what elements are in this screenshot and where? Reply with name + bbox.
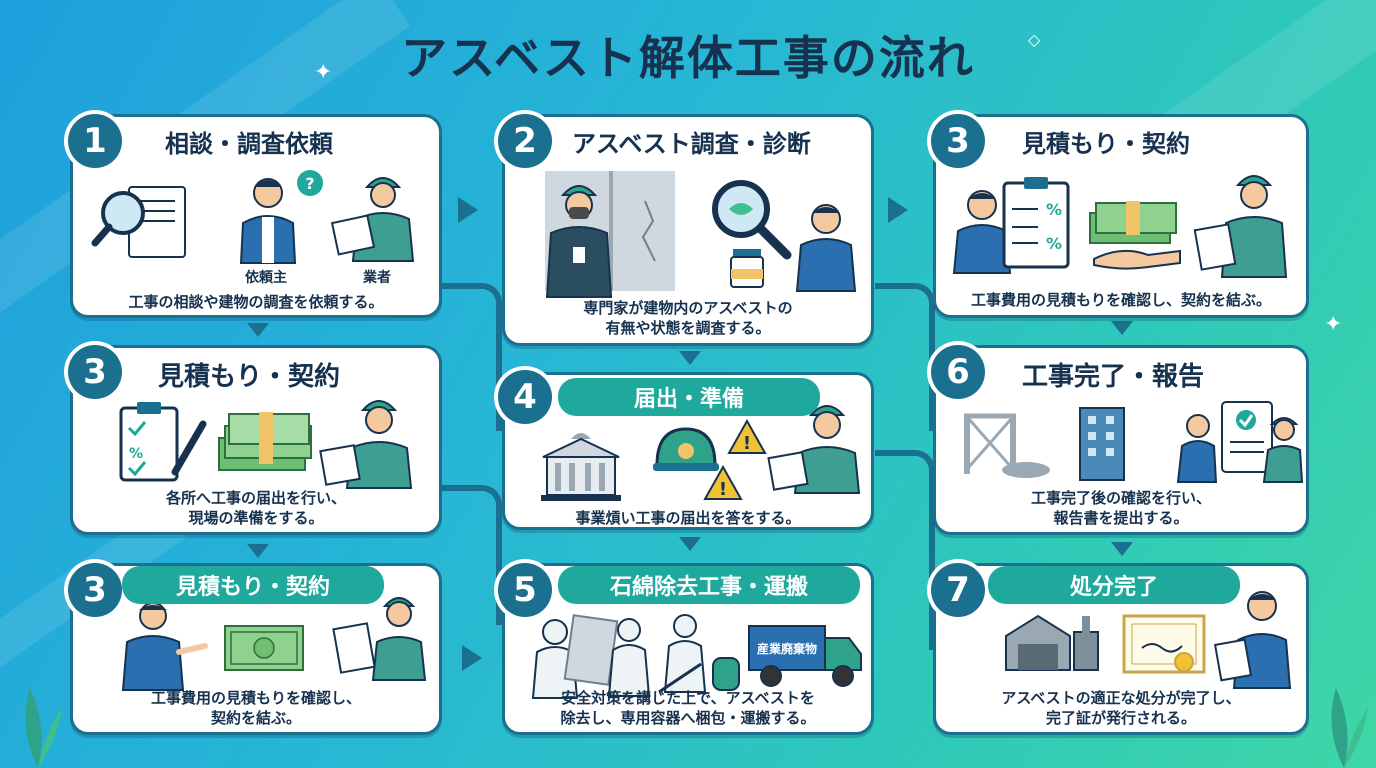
step-description: 工事の相談や建物の調査を依頼する。 — [128, 293, 384, 311]
person-icon — [795, 204, 857, 292]
step-number: 1 — [68, 114, 122, 168]
step-description: 工事費用の見積もりを確認し、 契約を結ぶ。 — [150, 689, 361, 727]
step-card-consultation: ? 依頼主 業者 — [70, 114, 442, 318]
flow-arrow-down — [247, 323, 269, 337]
worker-document-icon — [319, 400, 413, 489]
step-number: 4 — [498, 370, 552, 424]
sparkle-icon: ✦ — [314, 60, 333, 85]
worker-clipboard-icon — [1262, 417, 1304, 483]
leaf-decoration-icon — [25, 688, 62, 768]
magnifier-icon — [712, 180, 792, 260]
svg-text:%: % — [1046, 200, 1062, 219]
magnifier-icon — [91, 186, 186, 258]
connector-line — [875, 450, 935, 650]
money-stack-icon — [1089, 201, 1177, 244]
money-bill-icon — [224, 625, 304, 671]
warning-icon: ! — [703, 464, 743, 500]
svg-text:%: % — [1046, 234, 1062, 253]
step-description: 専門家が建物内のアスベストの 有無や状態を調査する。 — [583, 299, 793, 337]
person-icon — [1176, 414, 1218, 483]
flow-arrow-down — [247, 544, 269, 558]
step-card-estimate-top: % % — [933, 114, 1309, 318]
step-card-survey — [502, 114, 874, 346]
connector-line — [440, 283, 502, 431]
flow-arrow-down — [1111, 542, 1133, 556]
protective-suit-worker-icon — [607, 618, 651, 697]
worker-clipboard-icon — [330, 177, 415, 262]
flow-arrow-right — [888, 197, 908, 223]
hard-hat-icon — [653, 427, 719, 471]
respirator-worker-icon — [545, 185, 613, 298]
step-description: 安全対策を講じた上で、アスベストを 除去し、専用容器へ梱包・運搬する。 — [560, 689, 816, 727]
government-building-icon — [541, 433, 621, 501]
svg-text:!: ! — [719, 479, 727, 500]
label-contractor: 業者 — [363, 270, 391, 286]
connector-line — [440, 485, 502, 625]
flow-arrow-down — [679, 537, 701, 551]
estimate-clipboard-icon: % % — [1002, 177, 1070, 269]
certificate-icon — [1122, 614, 1206, 674]
step-number: 3 — [931, 114, 985, 168]
step-description: 工事完了後の確認を行い、 報告書を提出する。 — [1030, 489, 1211, 527]
step-description: 各所へ工事の届出を行い、 現場の準備をする。 — [165, 489, 346, 527]
step-heading: 見積もり・契約 — [1022, 130, 1190, 158]
pen-icon — [171, 420, 207, 476]
flow-arrow-down — [1111, 321, 1133, 335]
building-icon — [1079, 407, 1125, 481]
step-number: 3 — [68, 345, 122, 399]
connector-line — [875, 283, 935, 431]
page-title: アスベスト解体工事の流れ — [401, 31, 975, 85]
sparkle-icon: ✦ — [1324, 312, 1343, 337]
step-heading: 見積もり・契約 — [158, 362, 341, 392]
flow-arrow-down — [679, 351, 701, 365]
step-heading: 処分完了 — [988, 566, 1240, 604]
sparkle-icon: ◇ — [1028, 30, 1041, 49]
handshake-hands-icon — [1093, 249, 1181, 270]
document-icon — [332, 622, 376, 674]
step-description: アスベストの適正な処分が完了し、 完了証が発行される。 — [1001, 689, 1241, 727]
label-client: 依頼主 — [245, 270, 287, 286]
protective-suit-worker-icon — [531, 619, 579, 699]
step-description: 工事費用の見積もりを確認し、契約を結ぶ。 — [970, 291, 1271, 309]
step-heading: アスベスト調査・診断 — [572, 130, 811, 158]
step-number: 7 — [931, 563, 985, 617]
worker-document-icon — [767, 405, 861, 494]
disposal-facility-icon — [1005, 614, 1099, 671]
money-stack-icon — [218, 412, 312, 471]
step-card-estimate-middle: % — [70, 345, 442, 535]
leaf-decoration-icon — [1331, 688, 1368, 768]
step-heading: 相談・調査依頼 — [165, 130, 333, 158]
svg-text:?: ? — [305, 174, 314, 193]
svg-text:%: % — [129, 446, 143, 462]
step-heading: 見積もり・契約 — [122, 566, 384, 604]
step-description: 事業熕い工事の届出を答をする。 — [575, 509, 801, 527]
client-person-icon — [239, 178, 297, 264]
question-bubble-icon: ? — [297, 170, 323, 196]
step-heading: 届出・準備 — [558, 378, 820, 416]
svg-text:!: ! — [743, 433, 751, 454]
flow-arrow-right — [458, 197, 478, 223]
truck-label: 産業廃棄物 — [757, 642, 818, 656]
flow-arrow-right — [462, 645, 482, 671]
step-heading: 石綿除去工事・運搬 — [558, 566, 860, 604]
step-number: 5 — [498, 563, 552, 617]
truck-icon — [748, 625, 862, 687]
demolition-site-icon — [964, 413, 1050, 478]
sample-jar-icon — [730, 249, 764, 288]
warning-icon: ! — [727, 418, 767, 454]
worker-document-icon — [1193, 175, 1288, 278]
checklist-icon: % — [119, 402, 179, 482]
step-number: 3 — [68, 563, 122, 617]
person-document-icon — [1213, 591, 1292, 689]
step-number: 6 — [931, 345, 985, 399]
person-icon — [121, 602, 208, 691]
step-number: 2 — [498, 114, 552, 168]
step-card-completion — [933, 345, 1309, 535]
vacuum-worker-icon — [658, 614, 740, 694]
worker-document-icon — [371, 597, 427, 681]
report-icon — [1221, 401, 1273, 473]
step-heading: 工事完了・報告 — [1022, 362, 1205, 392]
